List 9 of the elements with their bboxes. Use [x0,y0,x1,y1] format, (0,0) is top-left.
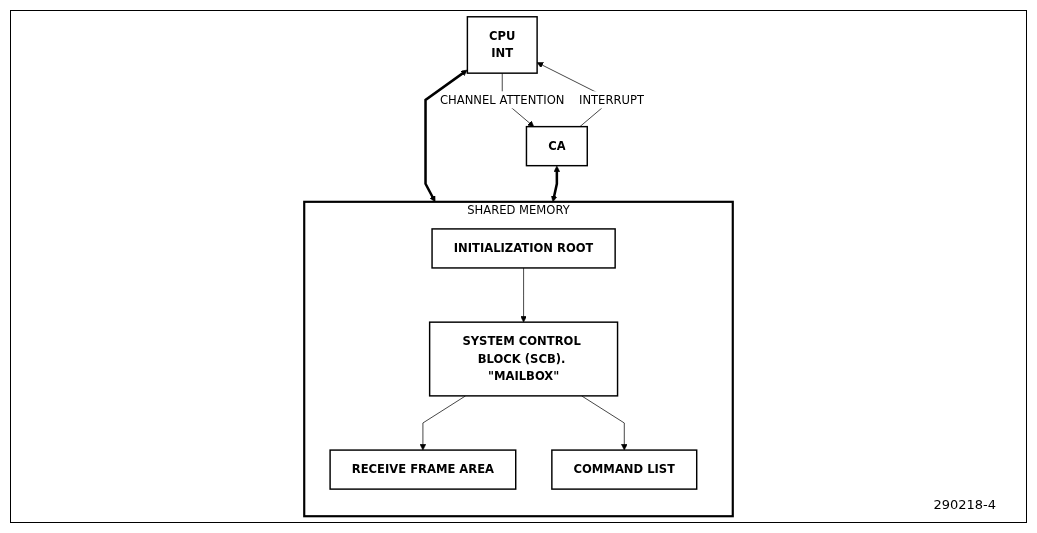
edge-label: INTERRUPT [578,92,644,107]
figure-number: 290218-4 [933,497,996,512]
node-box: COMMAND LIST [551,449,698,490]
edge-label: CHANNEL ATTENTION [439,92,565,107]
node-box: CPU INT [466,16,538,74]
node-box: SYSTEM CONTROL BLOCK (SCB). "MAILBOX" [428,321,619,397]
node-box: INITIALIZATION ROOT [431,228,616,269]
node-box: RECEIVE FRAME AREA [329,449,517,490]
node-box: CA [525,125,588,167]
